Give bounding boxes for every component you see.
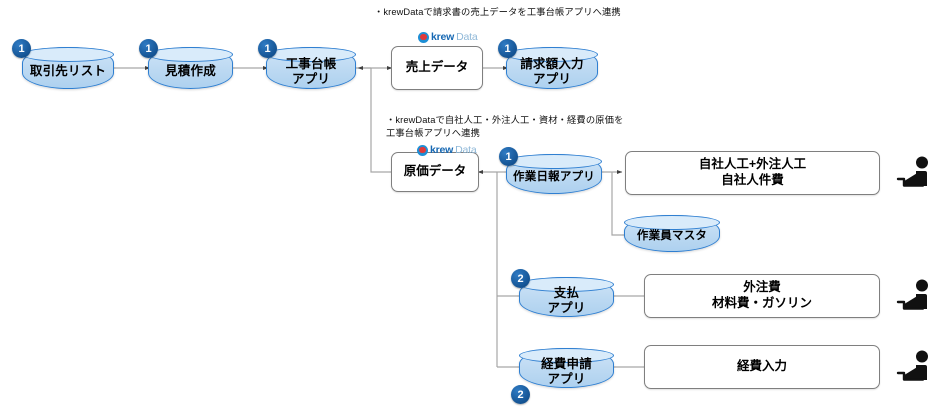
app-label: 経費申請 アプリ bbox=[541, 357, 592, 386]
data-genka: 原価データ bbox=[391, 152, 479, 192]
person-at-desk-icon bbox=[896, 350, 928, 381]
badge-keihi-shinsei: 2 bbox=[511, 385, 530, 404]
data-box-label: 売上データ bbox=[405, 60, 469, 75]
app-shiharai[interactable]: 支払 アプリ bbox=[518, 276, 615, 317]
app-torihikisaki-list[interactable]: 取引先リスト bbox=[21, 46, 115, 89]
badge-seikyugaku-nyuryoku: 1 bbox=[498, 39, 517, 58]
cylinder-lid bbox=[518, 347, 615, 363]
app-sagyo-nippo[interactable]: 作業日報アプリ bbox=[505, 153, 603, 194]
krewdata-mark-icon bbox=[417, 144, 428, 156]
badge-sagyo-nippo: 1 bbox=[499, 147, 518, 166]
task-jinko-box: 自社人工+外注人工 自社人件費 bbox=[625, 151, 880, 195]
app-label: 取引先リスト bbox=[29, 64, 107, 79]
krewdata-logo-secondary: Data bbox=[455, 144, 477, 156]
app-mitsumori-sakusei[interactable]: 見積作成 bbox=[147, 46, 234, 89]
badge-koji-daicho: 1 bbox=[258, 39, 277, 58]
badge-mitsumori-sakusei: 1 bbox=[139, 39, 158, 58]
krewdata-logo-cost: krew Data bbox=[417, 144, 477, 156]
krewdata-logo-secondary: Data bbox=[456, 31, 478, 43]
app-label: 支払 アプリ bbox=[547, 286, 586, 315]
task-keihi-box: 経費入力 bbox=[644, 345, 880, 389]
krewdata-logo-primary: krew bbox=[430, 144, 454, 156]
note-cost-annotation: ・krewDataで自社人工・外注人工・資材・経費の原価を 工事台帳アプリへ連携 bbox=[386, 115, 624, 139]
cylinder-lid bbox=[623, 214, 721, 230]
app-sagyoin-master[interactable]: 作業員マスタ bbox=[623, 214, 721, 252]
app-label: 請求額入力 アプリ bbox=[520, 57, 584, 86]
app-seikyugaku-nyuryoku[interactable]: 請求額入力 アプリ bbox=[505, 46, 599, 89]
app-label: 見積作成 bbox=[165, 64, 216, 79]
app-keihi-shinsei[interactable]: 経費申請 アプリ bbox=[518, 347, 615, 388]
krewdata-logo-primary: krew bbox=[431, 31, 455, 43]
note-sales-annotation: ・krewDataで請求書の売上データを工事台帳アプリへ連携 bbox=[374, 7, 621, 17]
app-label: 作業員マスタ bbox=[636, 230, 708, 243]
data-uriage: 売上データ bbox=[391, 46, 483, 90]
krewdata-logo-sales: krew Data bbox=[418, 31, 478, 43]
app-label: 工事台帳 アプリ bbox=[285, 57, 337, 86]
badge-torihikisaki-list: 1 bbox=[12, 39, 31, 58]
task-box-label: 経費入力 bbox=[736, 359, 787, 374]
app-label: 作業日報アプリ bbox=[513, 170, 595, 183]
task-box-label: 自社人工+外注人工 自社人件費 bbox=[698, 157, 807, 187]
task-box-label: 外注費 材料費・ガソリン bbox=[711, 280, 812, 310]
data-box-label: 原価データ bbox=[403, 164, 467, 179]
app-koji-daicho[interactable]: 工事台帳 アプリ bbox=[265, 46, 357, 89]
badge-shiharai: 2 bbox=[511, 269, 530, 288]
task-gaichu-box: 外注費 材料費・ガソリン bbox=[644, 274, 880, 318]
person-at-desk-icon bbox=[896, 156, 928, 187]
krewdata-mark-icon bbox=[418, 31, 429, 43]
person-at-desk-icon bbox=[896, 279, 928, 310]
